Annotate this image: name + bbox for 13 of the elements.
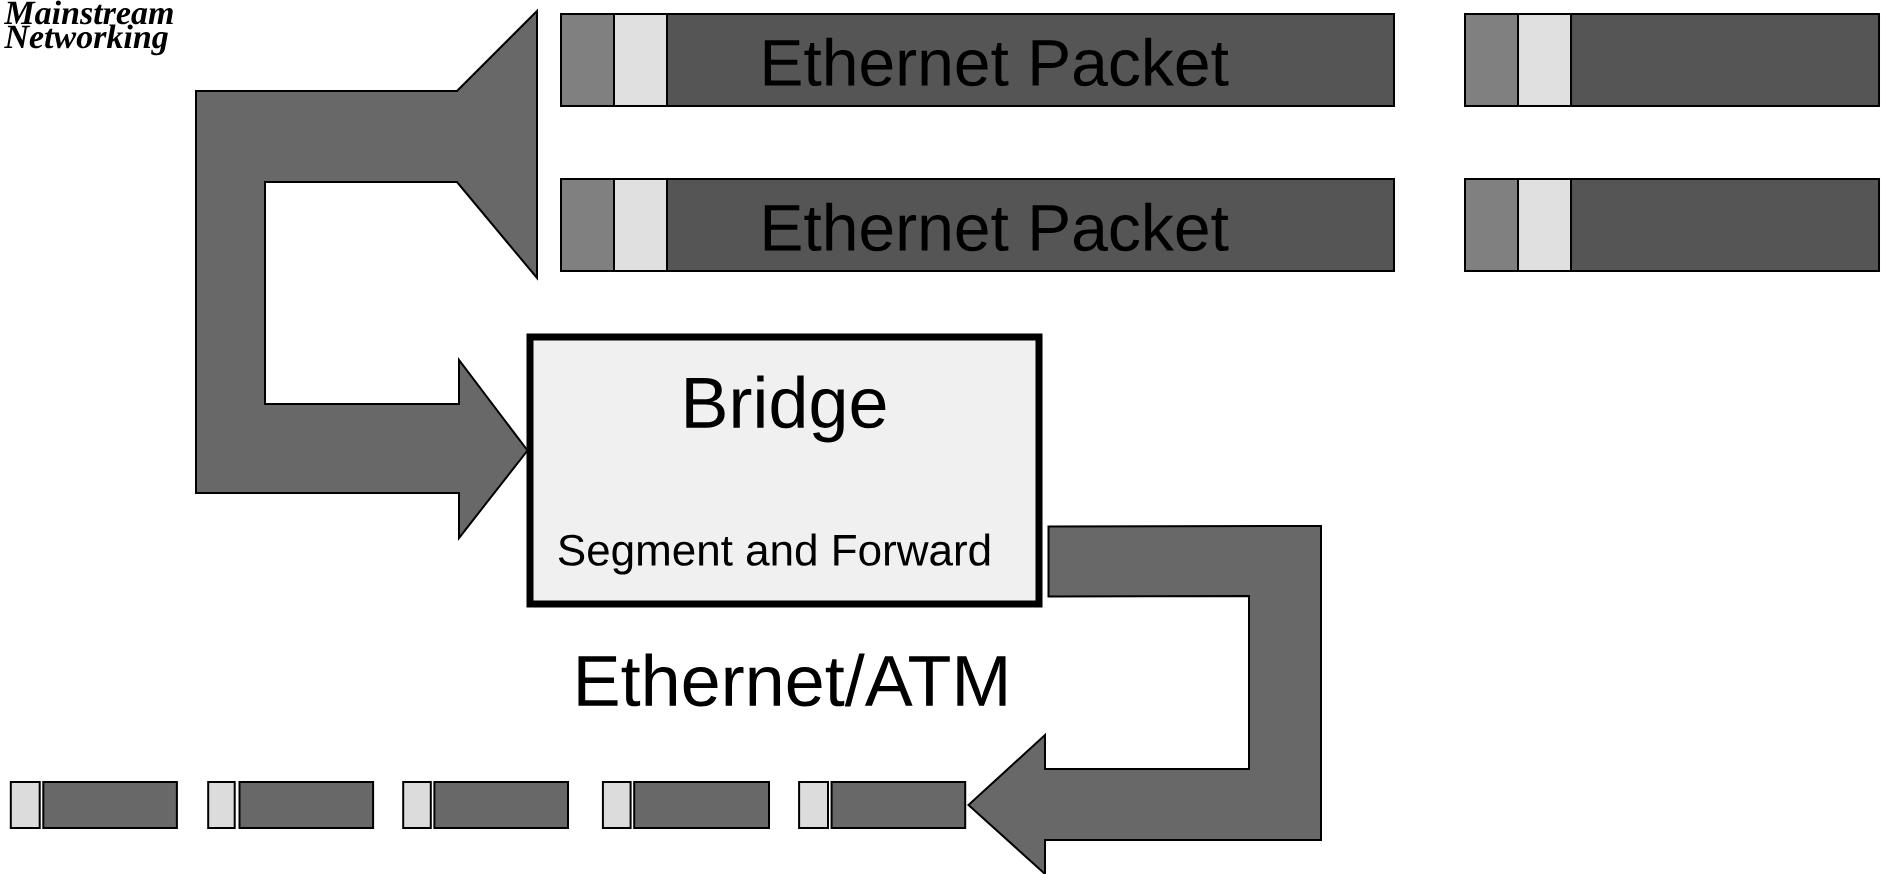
cell-bar <box>9 781 178 829</box>
bridge-box: Bridge Segment and Forward <box>526 333 1043 608</box>
packet-bar: Ethernet Packet <box>560 178 1395 272</box>
cell-bar <box>207 781 375 829</box>
packet-bar: Ethernet Packet <box>560 13 1395 107</box>
packet-bar <box>1464 178 1880 272</box>
cell-bar <box>798 781 967 829</box>
cell-bar <box>402 781 569 829</box>
block-arrow <box>967 525 1322 874</box>
title-text: Mainstream Networking <box>3 0 173 56</box>
cell-bar <box>601 781 770 829</box>
network-label: Ethernet/ATM <box>578 653 1006 707</box>
packet-bar <box>1464 13 1880 107</box>
